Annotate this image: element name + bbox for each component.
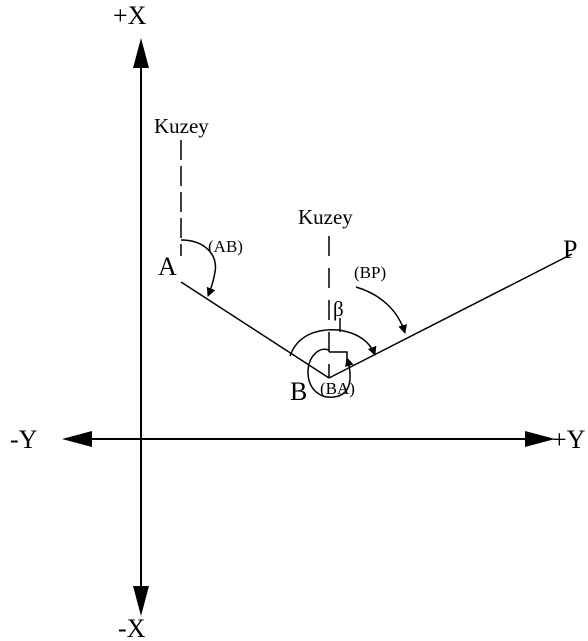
right-angle-mark (329, 351, 348, 364)
angle-beta-label: β (333, 297, 344, 321)
y-positive-label: +Y (552, 425, 586, 454)
point-p-label: P (563, 235, 577, 264)
point-b-label: B (290, 377, 307, 406)
north-reference-lines (180, 140, 330, 378)
north-label-a: Kuzey (154, 114, 209, 138)
coordinate-axes (82, 64, 535, 590)
x-negative-arrowhead (133, 586, 149, 616)
arc-azimuth-ba (307, 348, 354, 398)
arc-azimuth-bp (355, 286, 407, 334)
x-positive-label: +X (113, 1, 147, 30)
traverse-lines (180, 253, 573, 379)
point-a-label: A (158, 252, 177, 281)
arc-beta (289, 328, 377, 357)
line-b-p (328, 253, 573, 379)
x-positive-arrowhead (133, 38, 149, 68)
angle-ba-label: (BA) (320, 379, 355, 398)
axis-arrowheads (62, 38, 555, 616)
angle-ab-label: (AB) (208, 237, 243, 256)
angle-arcs (180, 239, 407, 398)
north-label-b: Kuzey (298, 205, 353, 229)
y-positive-arrowhead (525, 431, 555, 447)
arc-azimuth-ab (180, 239, 217, 297)
x-negative-label: -X (118, 614, 146, 641)
y-negative-label: -Y (10, 425, 38, 454)
line-a-b (180, 281, 330, 379)
angle-bp-label: (BP) (354, 263, 386, 282)
y-negative-arrowhead (62, 431, 92, 447)
